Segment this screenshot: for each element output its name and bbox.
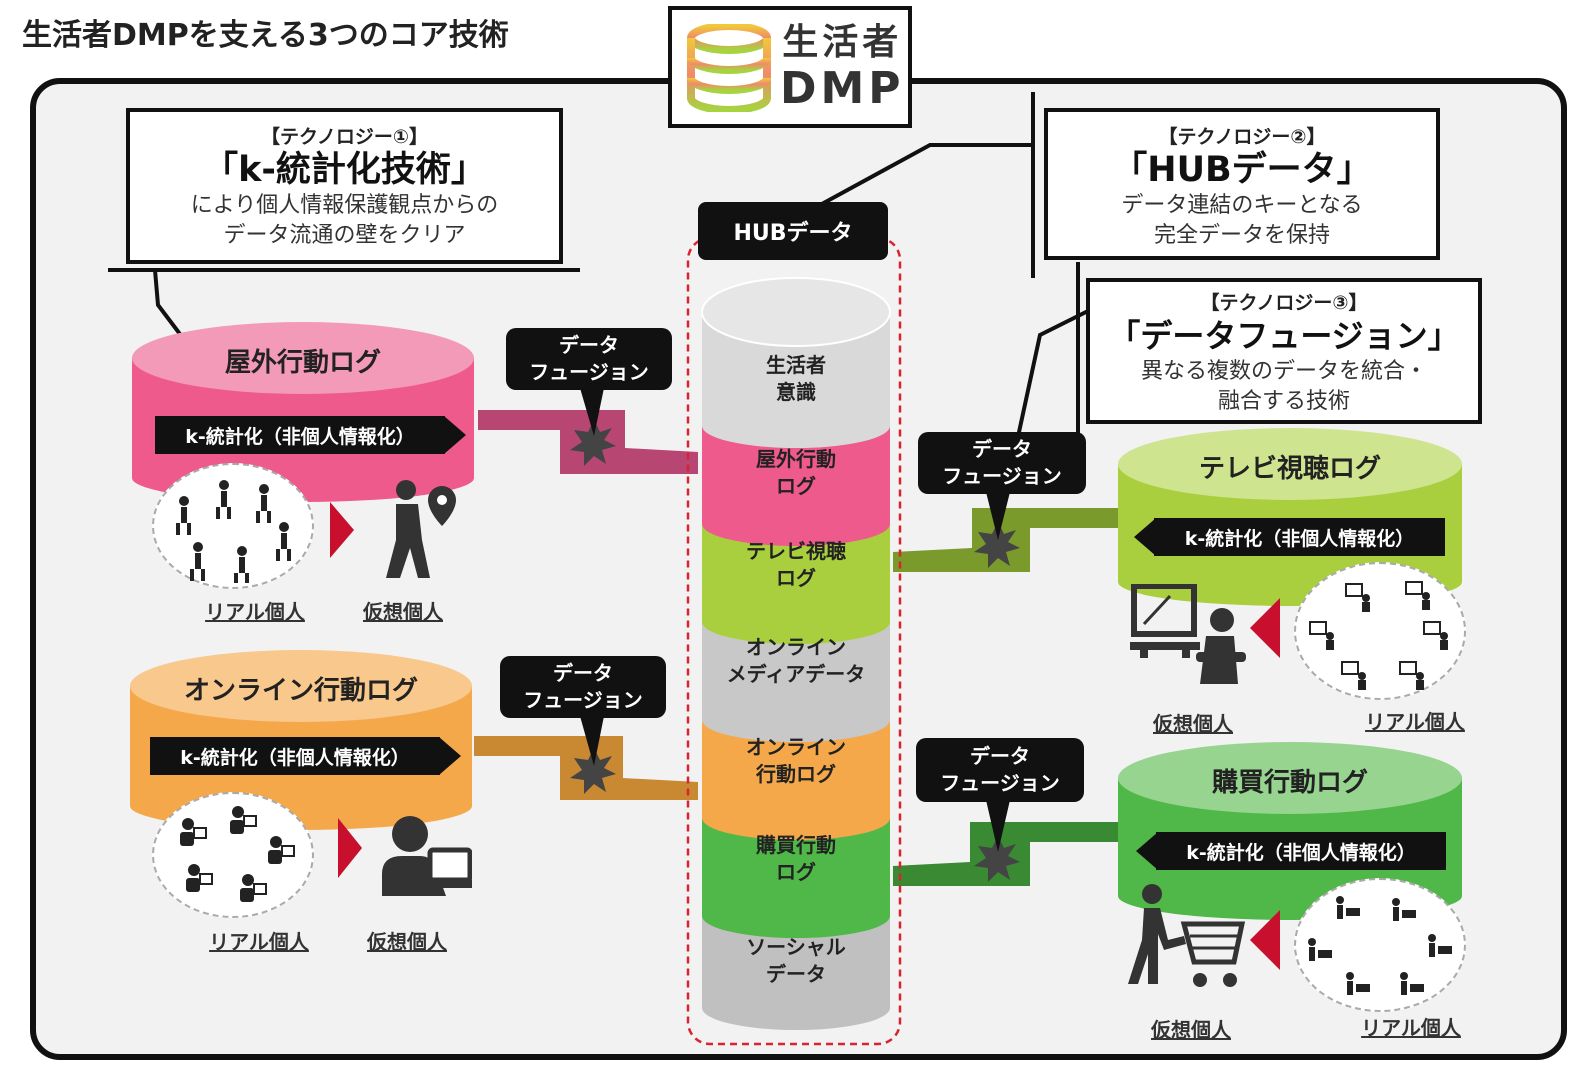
tv-real-label: リアル個人 (1365, 709, 1465, 734)
purchase-log-title: 購買行動ログ (1211, 767, 1368, 798)
tv-virtual-label: 仮想個人 (1153, 711, 1233, 736)
laptop-user-icon (382, 816, 472, 896)
purchase-crowd-circle (1294, 878, 1466, 1012)
purchase-real-label: リアル個人 (1361, 1015, 1461, 1040)
purchase-k-stat-bar: k-統計化（非個人情報化） (1156, 832, 1446, 870)
database-logo-icon (687, 24, 771, 112)
outdoor-log-title: 屋外行動ログ (224, 347, 381, 378)
laptop-users-icon (180, 806, 295, 902)
hub-segment-social: ソーシャルデータ (746, 935, 846, 986)
online-virtual-label: 仮想個人 (367, 929, 447, 954)
online-real-label: リアル個人 (209, 929, 309, 954)
tech1-desc2: データ流通の壁をクリア (223, 223, 466, 248)
dmp-logo: 生活者 DMP (668, 6, 912, 128)
tv-k-stat-bar: k-統計化（非個人情報化） (1154, 518, 1445, 556)
data-fusion-bubble-online: データフュージョン (500, 656, 666, 718)
online-k-stat-bar: k-統計化（非個人情報化） (150, 737, 440, 775)
tv-viewers-icon (1309, 581, 1448, 690)
tech3-name: 「データフュージョン」 (1108, 317, 1460, 355)
tech2-desc1: データ連結のキーとなる (1121, 193, 1363, 218)
burst-icon (570, 420, 1020, 882)
hub-segment-online-behavior: オンライン行動ログ (746, 735, 846, 786)
bar-arrow-icon (444, 416, 466, 454)
tv-log-title: テレビ視聴ログ (1198, 453, 1381, 484)
logo-text: 生活者 DMP (780, 20, 905, 112)
data-fusion-bubble-purchase: データフュージョン (916, 738, 1084, 802)
tech3-desc1: 異なる複数のデータを統合・ (1140, 359, 1427, 384)
tech3-desc2: 融合する技術 (1217, 389, 1350, 414)
online-log-title: オンライン行動ログ (183, 675, 418, 706)
tech2-desc2: 完全データを保持 (1153, 223, 1330, 248)
tv-crowd-circle (1294, 562, 1466, 700)
walking-people-icon (176, 480, 291, 583)
tech1-name: 「k-統計化技術」 (203, 150, 486, 190)
red-arrow-icons (330, 502, 1280, 970)
tv-viewer-icon (1130, 584, 1246, 684)
bar-arrow-icon (1136, 832, 1158, 870)
tech1-box: 【テクノロジー①】 「k-統計化技術」 により個人情報保護観点からの データ流通… (126, 108, 563, 264)
hub-cylinder (701, 277, 891, 1030)
bar-arrow-icon (439, 737, 461, 775)
tech2-tag: 【テクノロジー②】 (1158, 126, 1326, 148)
hub-segment-outdoor: 屋外行動ログ (756, 447, 836, 498)
tech2-name: 「HUBデータ」 (1112, 150, 1372, 190)
hub-segment-consciousness: 生活者意識 (766, 353, 826, 404)
tech2-box: 【テクノロジー②】 「HUBデータ」 データ連結のキーとなる 完全データを保持 (1044, 108, 1440, 260)
tech3-tag: 【テクノロジー③】 (1200, 292, 1368, 314)
tech1-desc1: により個人情報保護観点からの (190, 193, 499, 218)
shoppers-icon (1308, 896, 1452, 995)
hub-segment-tv: テレビ視聴ログ (746, 539, 846, 590)
walking-person-pin-icon (386, 480, 456, 578)
data-fusion-bubble-tv: データフュージョン (918, 432, 1086, 494)
shopping-cart-person-icon (1128, 884, 1246, 987)
outdoor-k-stat-bar: k-統計化（非個人情報化） (155, 416, 445, 454)
page-title: 生活者DMPを支える3つのコア技術 (22, 18, 509, 53)
logo-line1: 生活者 (782, 22, 903, 63)
outdoor-crowd-circle (152, 463, 314, 589)
data-fusion-bubble-outdoor: データフュージョン (506, 328, 672, 390)
tech3-box: 【テクノロジー③】 「データフュージョン」 異なる複数のデータを統合・ 融合する… (1086, 278, 1482, 424)
outdoor-real-label: リアル個人 (205, 599, 305, 624)
hub-segment-online-media: オンラインメディアデータ (726, 635, 866, 686)
outdoor-virtual-label: 仮想個人 (363, 599, 443, 624)
hub-segment-purchase: 購買行動ログ (756, 833, 836, 884)
bar-arrow-icon (1134, 518, 1156, 556)
hub-data-tag: HUBデータ (698, 202, 888, 260)
online-crowd-circle (152, 792, 314, 918)
purchase-virtual-label: 仮想個人 (1151, 1017, 1231, 1042)
logo-line2: DMP (780, 63, 905, 114)
tech1-tag: 【テクノロジー①】 (261, 126, 428, 148)
